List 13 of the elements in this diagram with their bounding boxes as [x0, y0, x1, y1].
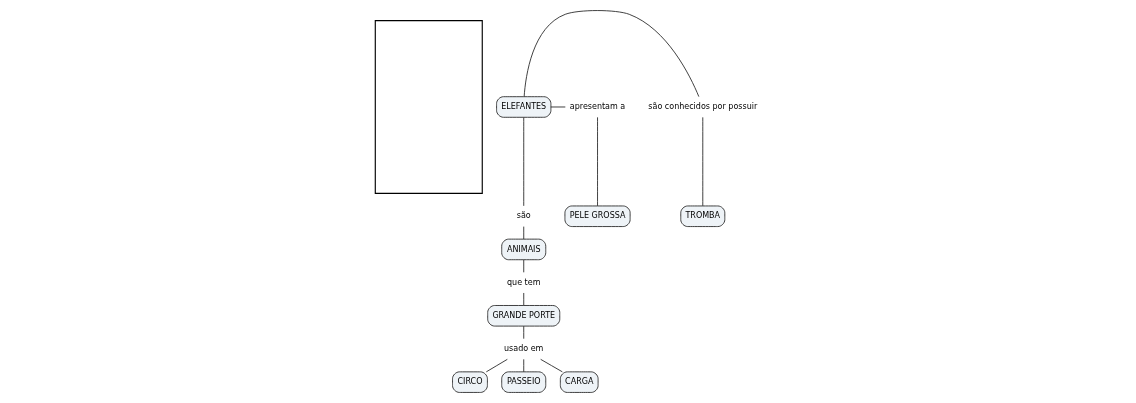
node-box	[374, 20, 483, 194]
connector	[523, 10, 699, 98]
connector	[522, 358, 524, 373]
connector	[596, 116, 598, 207]
connector	[522, 259, 524, 273]
connector	[522, 226, 524, 240]
connector	[522, 116, 524, 207]
connector	[550, 106, 566, 108]
connector	[701, 116, 703, 207]
connector	[522, 325, 524, 340]
connector	[485, 358, 508, 373]
connector	[539, 358, 563, 373]
connector	[522, 292, 524, 306]
